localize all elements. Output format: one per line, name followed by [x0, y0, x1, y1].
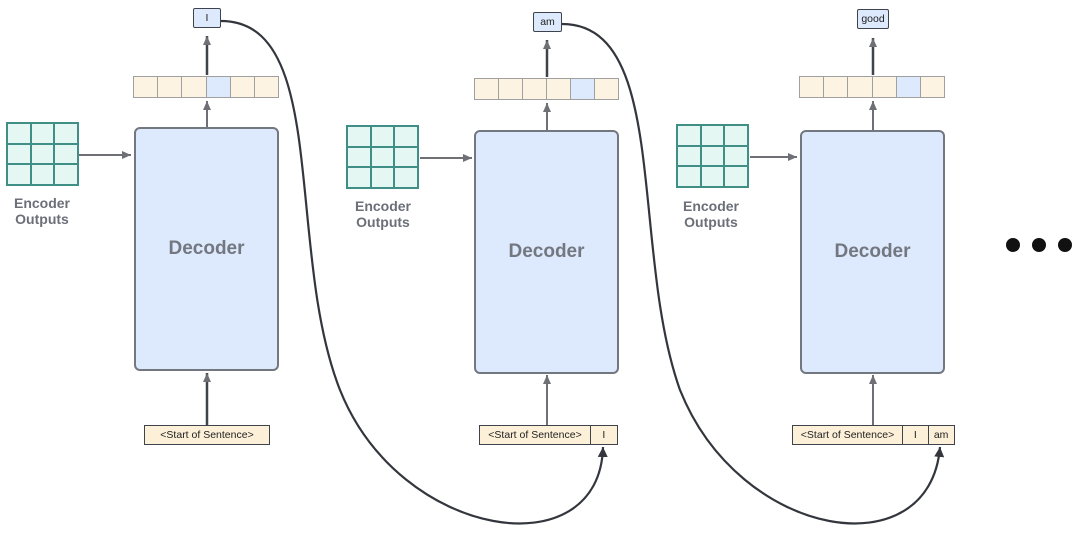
- encoder-outputs-label: Encoder Outputs: [13, 195, 70, 227]
- encoder-outputs-label: Encoder Outputs: [354, 198, 411, 230]
- output-token: good: [857, 9, 889, 29]
- decoder-input-sequence: <Start of Sentence> I am: [792, 425, 955, 445]
- input-token: <Start of Sentence>: [792, 425, 903, 445]
- feedback-curve-step2-to-step3: [561, 22, 945, 525]
- output-probabilities: [474, 78, 619, 100]
- decoder-label: Decoder: [508, 241, 585, 262]
- feedback-curve-step1-to-step2: [220, 19, 608, 525]
- input-token: I: [901, 425, 929, 445]
- decoder-input-sequence: <Start of Sentence>: [144, 425, 270, 445]
- selected-probability-cell: [571, 79, 595, 99]
- ellipsis-dot: [1058, 238, 1072, 252]
- decoder-input-sequence: <Start of Sentence> I: [479, 425, 618, 445]
- decoder-block: Decoder: [474, 130, 619, 374]
- decoder-block: Decoder: [800, 130, 945, 374]
- output-probabilities: [133, 76, 279, 98]
- input-token: I: [589, 425, 618, 445]
- selected-probability-cell: [896, 77, 921, 97]
- input-token: <Start of Sentence>: [479, 425, 591, 445]
- input-token: <Start of Sentence>: [144, 425, 270, 445]
- output-token: am: [533, 12, 562, 32]
- output-token: I: [193, 8, 221, 28]
- output-probabilities: [799, 76, 945, 98]
- encoder-outputs-grid: [346, 125, 419, 189]
- encoder-outputs-grid: [676, 124, 749, 188]
- selected-probability-cell: [206, 77, 231, 97]
- decoder-label: Decoder: [834, 241, 911, 262]
- ellipsis-dot: [1032, 238, 1046, 252]
- encoder-outputs-label: Encoder Outputs: [682, 198, 739, 230]
- decoder-label: Decoder: [168, 238, 245, 259]
- input-token: am: [927, 425, 955, 445]
- continuation-ellipsis: [1006, 238, 1072, 252]
- decoder-block: Decoder: [134, 127, 279, 371]
- encoder-outputs-grid: [6, 122, 79, 186]
- ellipsis-dot: [1006, 238, 1020, 252]
